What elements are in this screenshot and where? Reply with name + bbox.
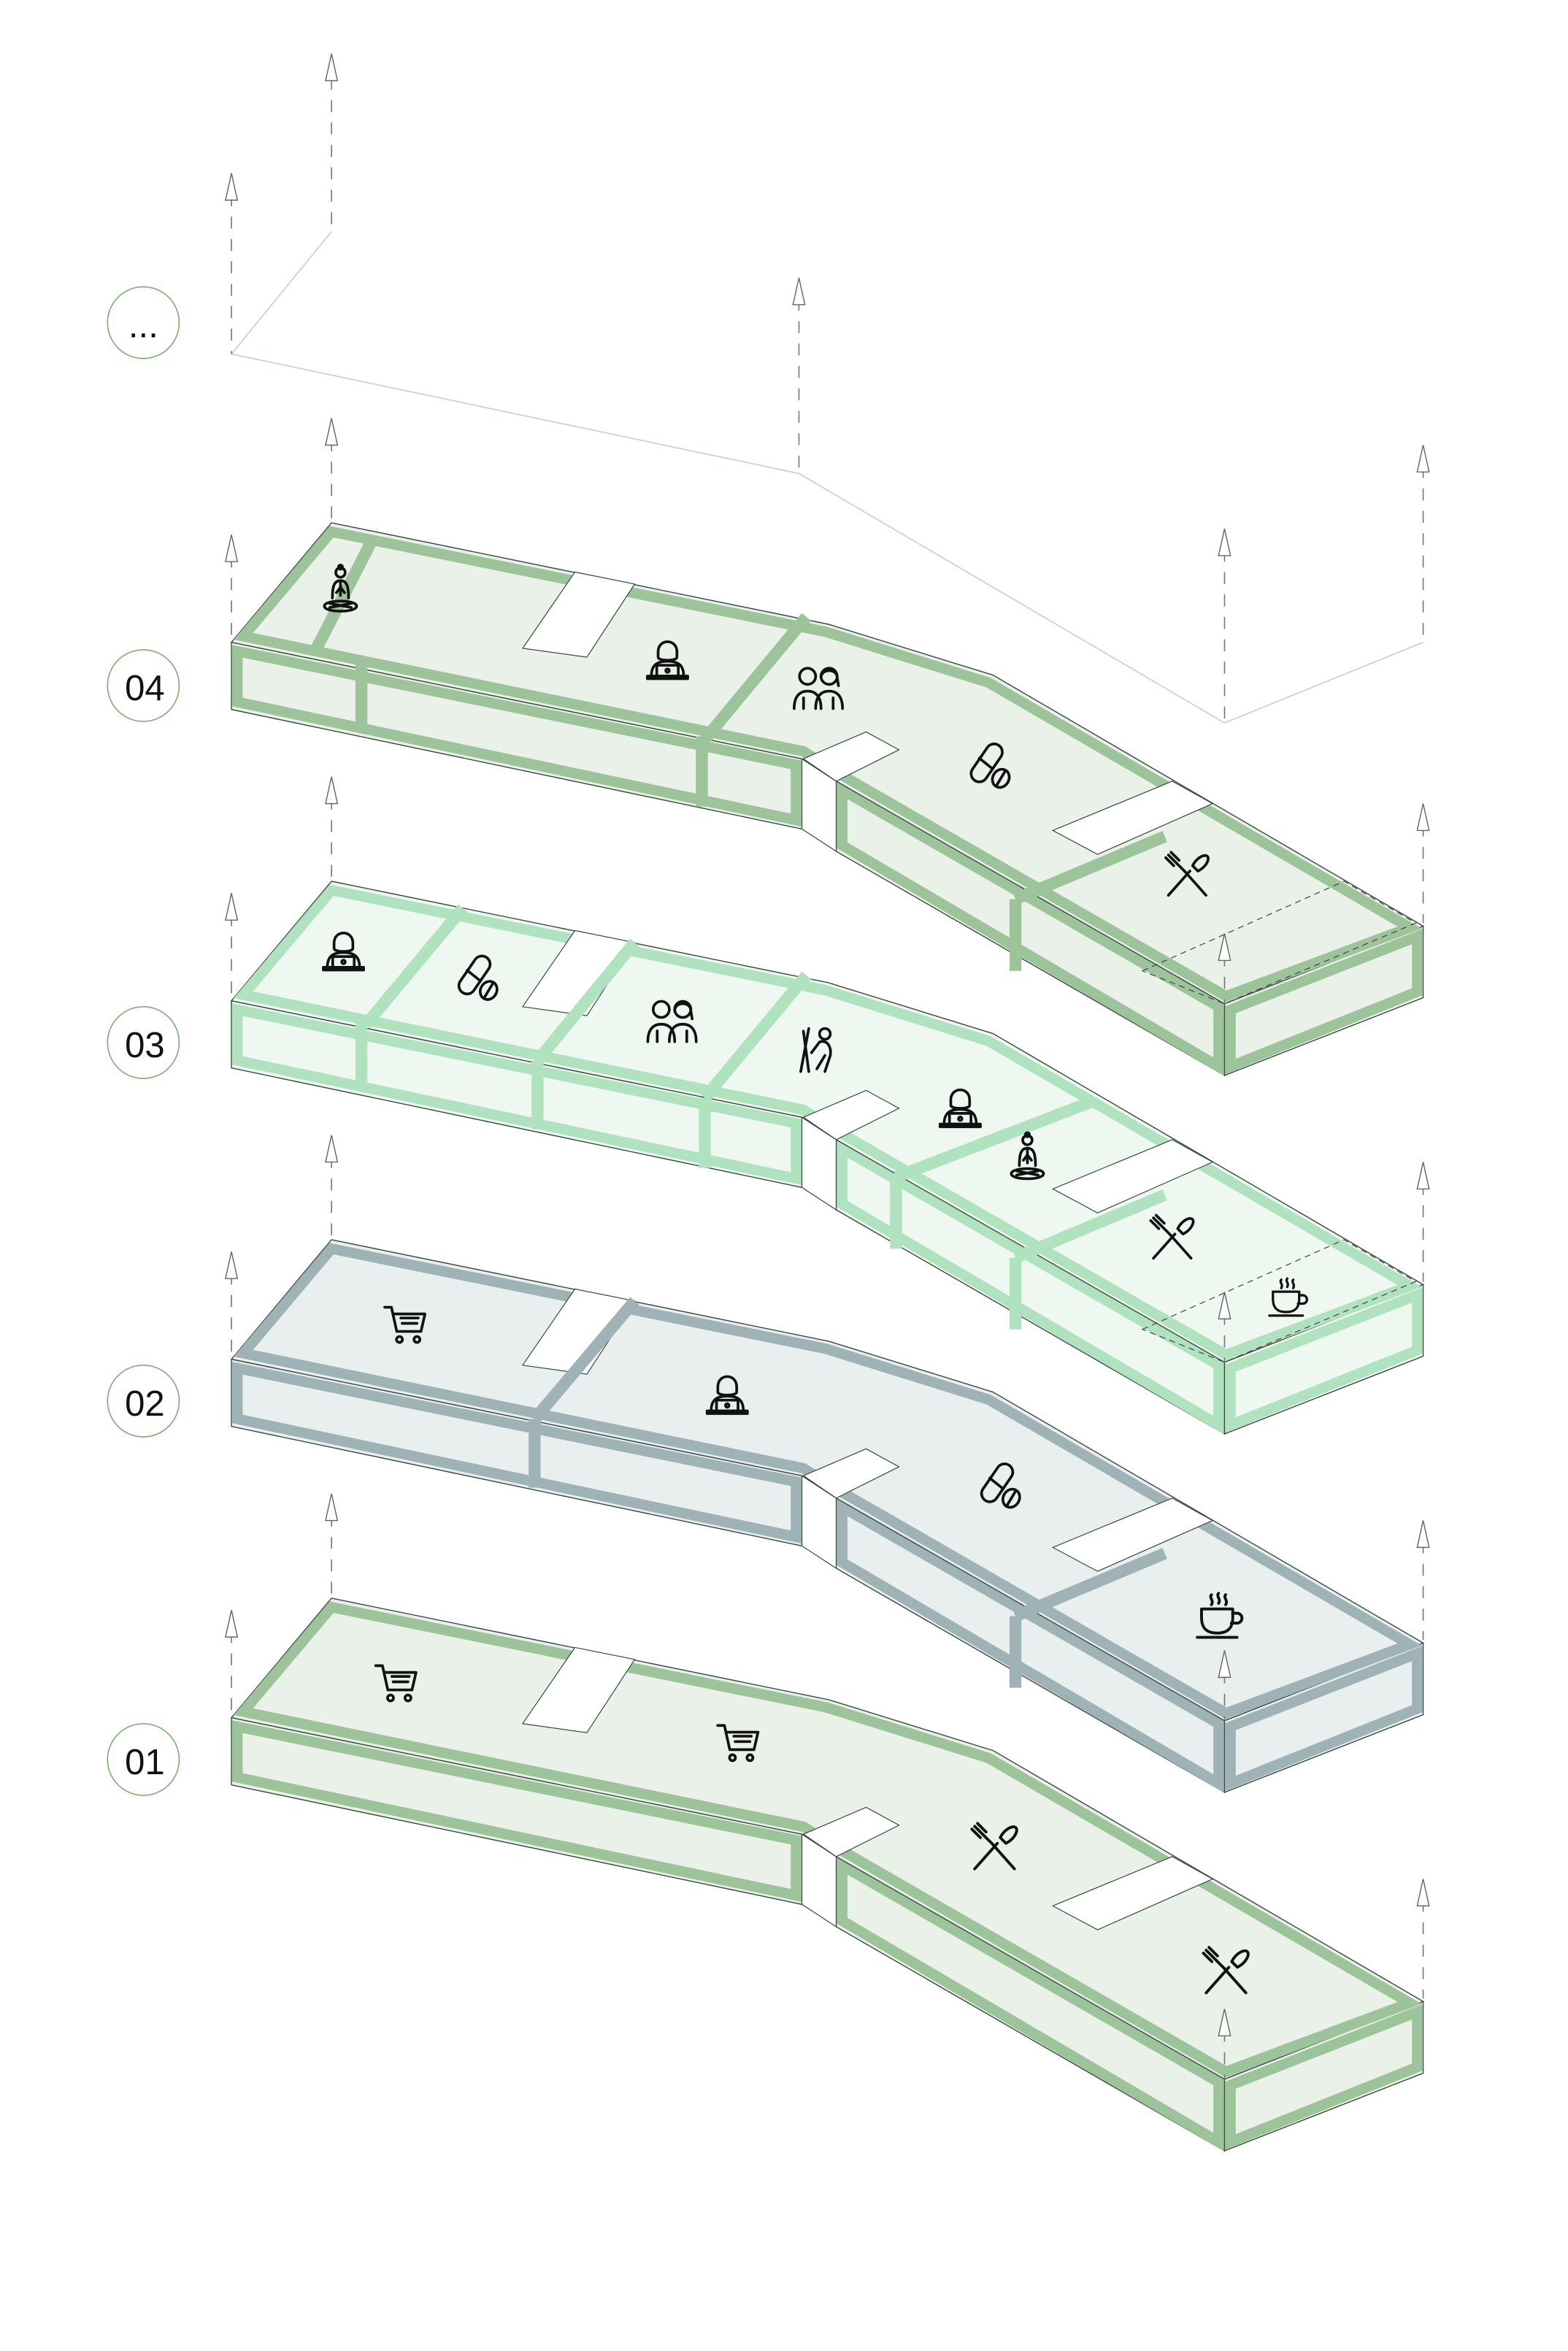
level-label-03: 03 <box>107 1006 180 1079</box>
up-arrow-icon <box>225 1610 239 1638</box>
up-arrow-icon <box>1218 1650 1231 1679</box>
up-arrow-icon <box>1416 1879 1430 1907</box>
floor-03 <box>231 881 1423 1434</box>
up-arrow-icon <box>325 776 339 805</box>
floor-02 <box>231 1240 1423 1792</box>
level-label-04: 04 <box>107 649 180 722</box>
up-arrow-icon <box>1416 1162 1430 1190</box>
floor-04 <box>231 523 1423 1075</box>
up-arrow-icon <box>1416 1520 1430 1549</box>
level-label-text: 02 <box>125 1384 165 1424</box>
up-arrow-icon <box>1218 1292 1231 1320</box>
upper-level-guides <box>225 53 1430 724</box>
up-arrow-icon <box>1218 933 1231 962</box>
level-label-text: 01 <box>125 1743 165 1782</box>
up-arrow-icon <box>325 1493 339 1522</box>
circulation-arrows <box>225 418 1430 2079</box>
up-arrow-icon <box>225 1251 239 1279</box>
up-arrow-icon <box>325 1135 339 1163</box>
level-label-text: 04 <box>125 669 165 708</box>
up-arrow-icon <box>1218 2009 1231 2037</box>
up-arrow-icon <box>325 418 339 446</box>
level-label-upper: ... <box>107 285 180 359</box>
up-arrow-icon <box>225 534 239 562</box>
up-arrow-icon <box>225 893 239 921</box>
level-label-text: ... <box>128 306 158 345</box>
up-arrow-icon <box>1416 803 1430 832</box>
level-label-02: 02 <box>107 1364 180 1438</box>
level-label-text: 03 <box>125 1026 165 1065</box>
level-label-01: 01 <box>107 1722 180 1796</box>
